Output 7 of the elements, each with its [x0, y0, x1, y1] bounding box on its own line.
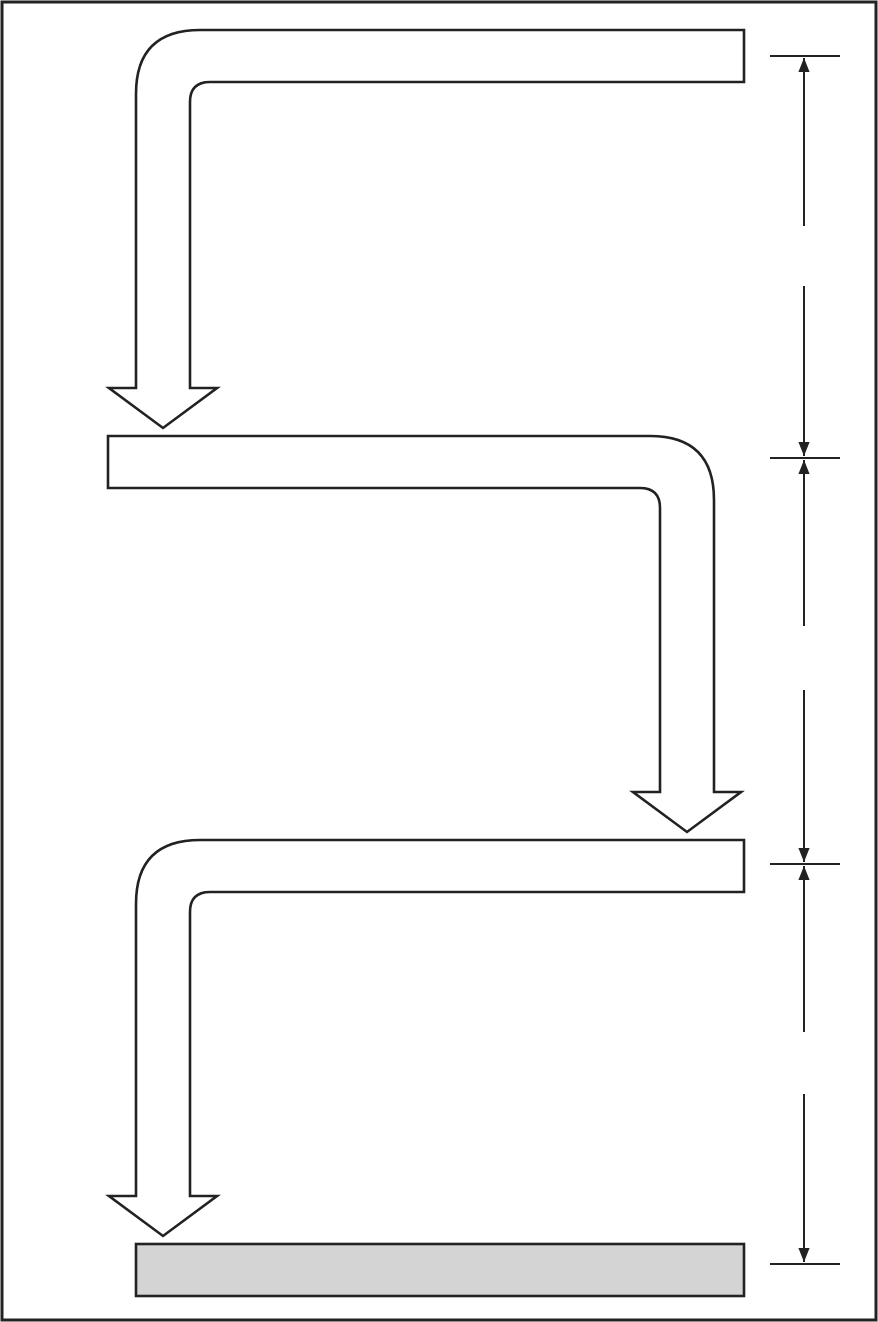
bent-band [134, 838, 746, 926]
block-arrow [105, 922, 221, 1238]
bent-band [134, 28, 746, 116]
bent-band [106, 434, 716, 522]
block-arrow [629, 518, 745, 834]
bar [134, 1242, 746, 1298]
block-arrow [105, 112, 221, 430]
